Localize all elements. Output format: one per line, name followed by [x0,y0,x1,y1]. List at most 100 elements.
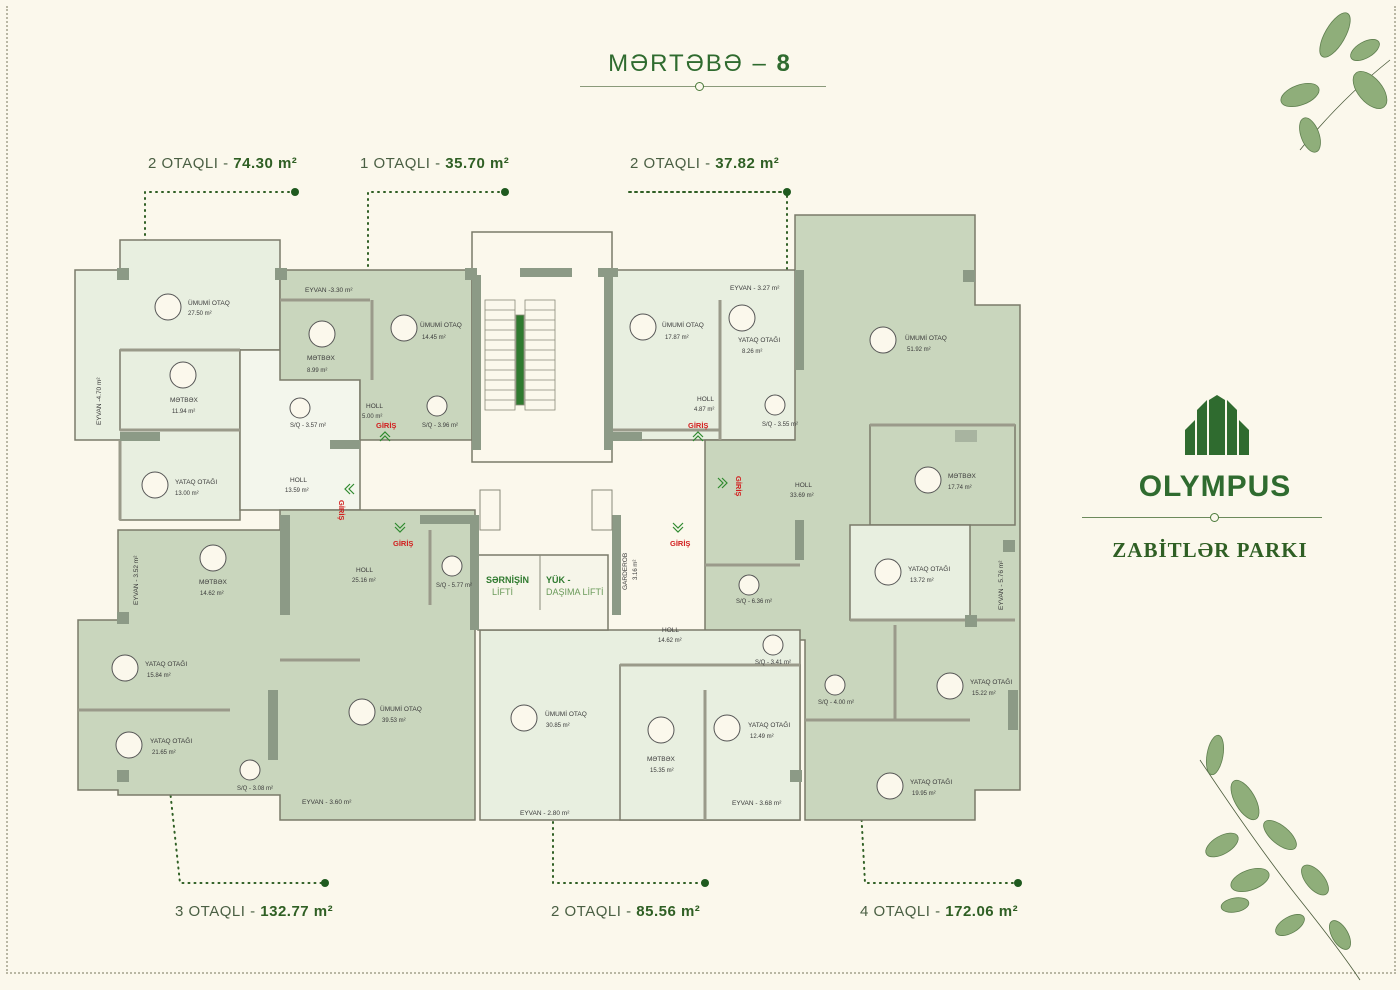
room-labels: ÜMUMİ OTAQ 27.50 m² EYVAN -3.30 m² MƏTBƏX… [96,285,1012,817]
svg-text:11.94 m²: 11.94 m² [172,409,195,415]
svg-text:MƏTBƏX: MƏTBƏX [307,355,336,362]
leaf-decoration-top [1280,12,1391,153]
floor-title-prefix: MƏRTƏBƏ – [608,50,777,77]
unit-area: 74.30 m² [233,155,298,172]
svg-text:4.87 m²: 4.87 m² [694,407,714,413]
svg-text:YATAQ OTAĞI: YATAQ OTAĞI [748,720,790,729]
brand-name: OLYMPUS [1138,470,1292,503]
svg-text:HOLL: HOLL [290,477,307,484]
svg-text:14.62 m²: 14.62 m² [658,638,682,644]
unit-label-2-room-a[interactable]: 2 OTAQLI - 74.30 m² [148,155,297,172]
brand-subtitle: ZABİTLƏR PARKI [1112,538,1308,562]
svg-text:MƏTBƏX: MƏTBƏX [647,756,676,763]
unit-rooms: 1 OTAQLI [360,155,431,172]
svg-text:YATAQ OTAĞI: YATAQ OTAĞI [150,736,192,745]
svg-text:HOLL: HOLL [795,482,812,489]
svg-text:MƏTBƏX: MƏTBƏX [948,473,977,480]
svg-text:EYVAN - 3.68 m²: EYVAN - 3.68 m² [732,800,782,807]
unit-rooms: 4 OTAQLI [860,903,931,920]
unit-area: 85.56 m² [636,903,701,920]
svg-text:14.45 m²: 14.45 m² [422,335,446,341]
unit-label-3-room[interactable]: 3 OTAQLI - 132.77 m² [175,903,333,920]
svg-text:17.87 m²: 17.87 m² [665,335,689,341]
svg-text:GİRİŞ: GİRİŞ [670,539,690,548]
svg-text:S/Q - 3.57 m²: S/Q - 3.57 m² [290,423,326,429]
svg-text:13.59 m²: 13.59 m² [285,488,309,494]
svg-text:12.49 m²: 12.49 m² [750,734,774,740]
svg-text:25.16 m²: 25.16 m² [352,578,376,584]
olympus-logo-icon [1185,395,1249,455]
svg-text:S/Q - 3.55 m²: S/Q - 3.55 m² [762,422,798,428]
svg-text:17.74 m²: 17.74 m² [948,485,972,491]
brand-divider-dot [1210,513,1219,522]
plan-walls [78,298,1015,820]
svg-text:EYVAN -3.30 m²: EYVAN -3.30 m² [305,287,353,294]
svg-text:YATAQ OTAĞI: YATAQ OTAĞI [175,477,217,486]
title-divider-dot [695,82,704,91]
svg-text:GİRİŞ: GİRİŞ [734,476,743,496]
svg-text:8.99 m²: 8.99 m² [307,368,327,374]
svg-text:19.95 m²: 19.95 m² [912,791,936,797]
svg-text:YATAQ OTAĞI: YATAQ OTAĞI [908,564,950,573]
svg-text:SƏRNİŞİN: SƏRNİŞİN [486,575,529,585]
svg-text:EYVAN - 3.27 m²: EYVAN - 3.27 m² [730,285,780,292]
svg-text:27.50 m²: 27.50 m² [188,311,212,317]
svg-text:8.26 m²: 8.26 m² [742,349,762,355]
svg-text:5.00 m²: 5.00 m² [362,414,382,420]
brand-divider [1082,517,1322,518]
svg-text:15.22 m²: 15.22 m² [972,691,996,697]
svg-text:LİFTİ: LİFTİ [492,587,513,597]
svg-text:S/Q - 3.08 m²: S/Q - 3.08 m² [237,786,273,792]
unit-rooms: 3 OTAQLI [175,903,246,920]
svg-text:ÜMUMİ OTAQ: ÜMUMİ OTAQ [380,704,422,713]
svg-text:HOLL: HOLL [697,396,714,403]
svg-text:HOLL: HOLL [662,627,679,634]
unit-separator: - [245,903,261,920]
svg-text:30.85 m²: 30.85 m² [546,723,570,729]
svg-text:YATAQ OTAĞI: YATAQ OTAĞI [910,777,952,786]
unit-area: 35.70 m² [445,155,510,172]
leaf-decoration-bottom [1199,734,1361,981]
unit-label-2-room-c[interactable]: 2 OTAQLI - 85.56 m² [551,903,700,920]
svg-text:S/Q - 3.96 m²: S/Q - 3.96 m² [422,423,458,429]
lift-labels: SƏRNİŞİN LİFTİ YÜK - DAŞIMA LİFTİ [486,575,604,597]
svg-text:HOLL: HOLL [366,403,383,410]
svg-text:GARDEROB: GARDEROB [622,553,629,590]
unit-separator: - [621,903,637,920]
lift-shaft-right [591,489,613,531]
unit-rooms: 2 OTAQLI [148,155,219,172]
unit-rooms: 2 OTAQLI [630,155,701,172]
svg-text:ÜMUMİ OTAQ: ÜMUMİ OTAQ [662,320,704,329]
svg-text:GİRİŞ: GİRİŞ [337,500,346,520]
unit-area: 132.77 m² [260,903,334,920]
svg-text:EYVAN - 3.60 m²: EYVAN - 3.60 m² [302,799,352,806]
svg-text:HOLL: HOLL [356,567,373,574]
unit-label-4-room[interactable]: 4 OTAQLI - 172.06 m² [860,903,1018,920]
entrance-labels: GİRİŞ GİRİŞ GİRİŞ GİRİŞ GİRİŞ GİRİŞ [337,421,743,548]
unit-label-1-room[interactable]: 1 OTAQLI - 35.70 m² [360,155,509,172]
svg-text:S/Q - 3.41 m²: S/Q - 3.41 m² [755,660,791,666]
unit-separator: - [700,155,716,172]
svg-text:MƏTBƏX: MƏTBƏX [199,579,228,586]
svg-text:S/Q - 6.36 m²: S/Q - 6.36 m² [736,599,772,605]
svg-text:YATAQ OTAĞI: YATAQ OTAĞI [970,677,1012,686]
svg-text:14.62 m²: 14.62 m² [200,591,224,597]
svg-text:GİRİŞ: GİRİŞ [393,539,413,548]
svg-text:15.84 m²: 15.84 m² [147,673,171,679]
unit-area: 172.06 m² [945,903,1019,920]
svg-text:EYVAN - 3.52 m²: EYVAN - 3.52 m² [133,555,140,605]
svg-text:S/Q - 5.77 m²: S/Q - 5.77 m² [436,583,472,589]
svg-text:ÜMUMİ OTAQ: ÜMUMİ OTAQ [545,709,587,718]
svg-text:51.92 m²: 51.92 m² [907,347,931,353]
svg-text:13.72 m²: 13.72 m² [910,578,934,584]
svg-text:EYVAN -4.70 m²: EYVAN -4.70 m² [96,377,103,425]
svg-text:DAŞIMA LİFTİ: DAŞIMA LİFTİ [546,587,604,597]
svg-text:39.53 m²: 39.53 m² [382,718,406,724]
unit-label-2-room-b[interactable]: 2 OTAQLI - 37.82 m² [630,155,779,172]
lift-shaft-left [479,489,501,531]
unit-rooms: 2 OTAQLI [551,903,622,920]
svg-text:3.16 m²: 3.16 m² [633,560,639,580]
svg-text:15.35 m²: 15.35 m² [650,768,674,774]
svg-text:ÜMUMİ OTAQ: ÜMUMİ OTAQ [905,333,947,342]
